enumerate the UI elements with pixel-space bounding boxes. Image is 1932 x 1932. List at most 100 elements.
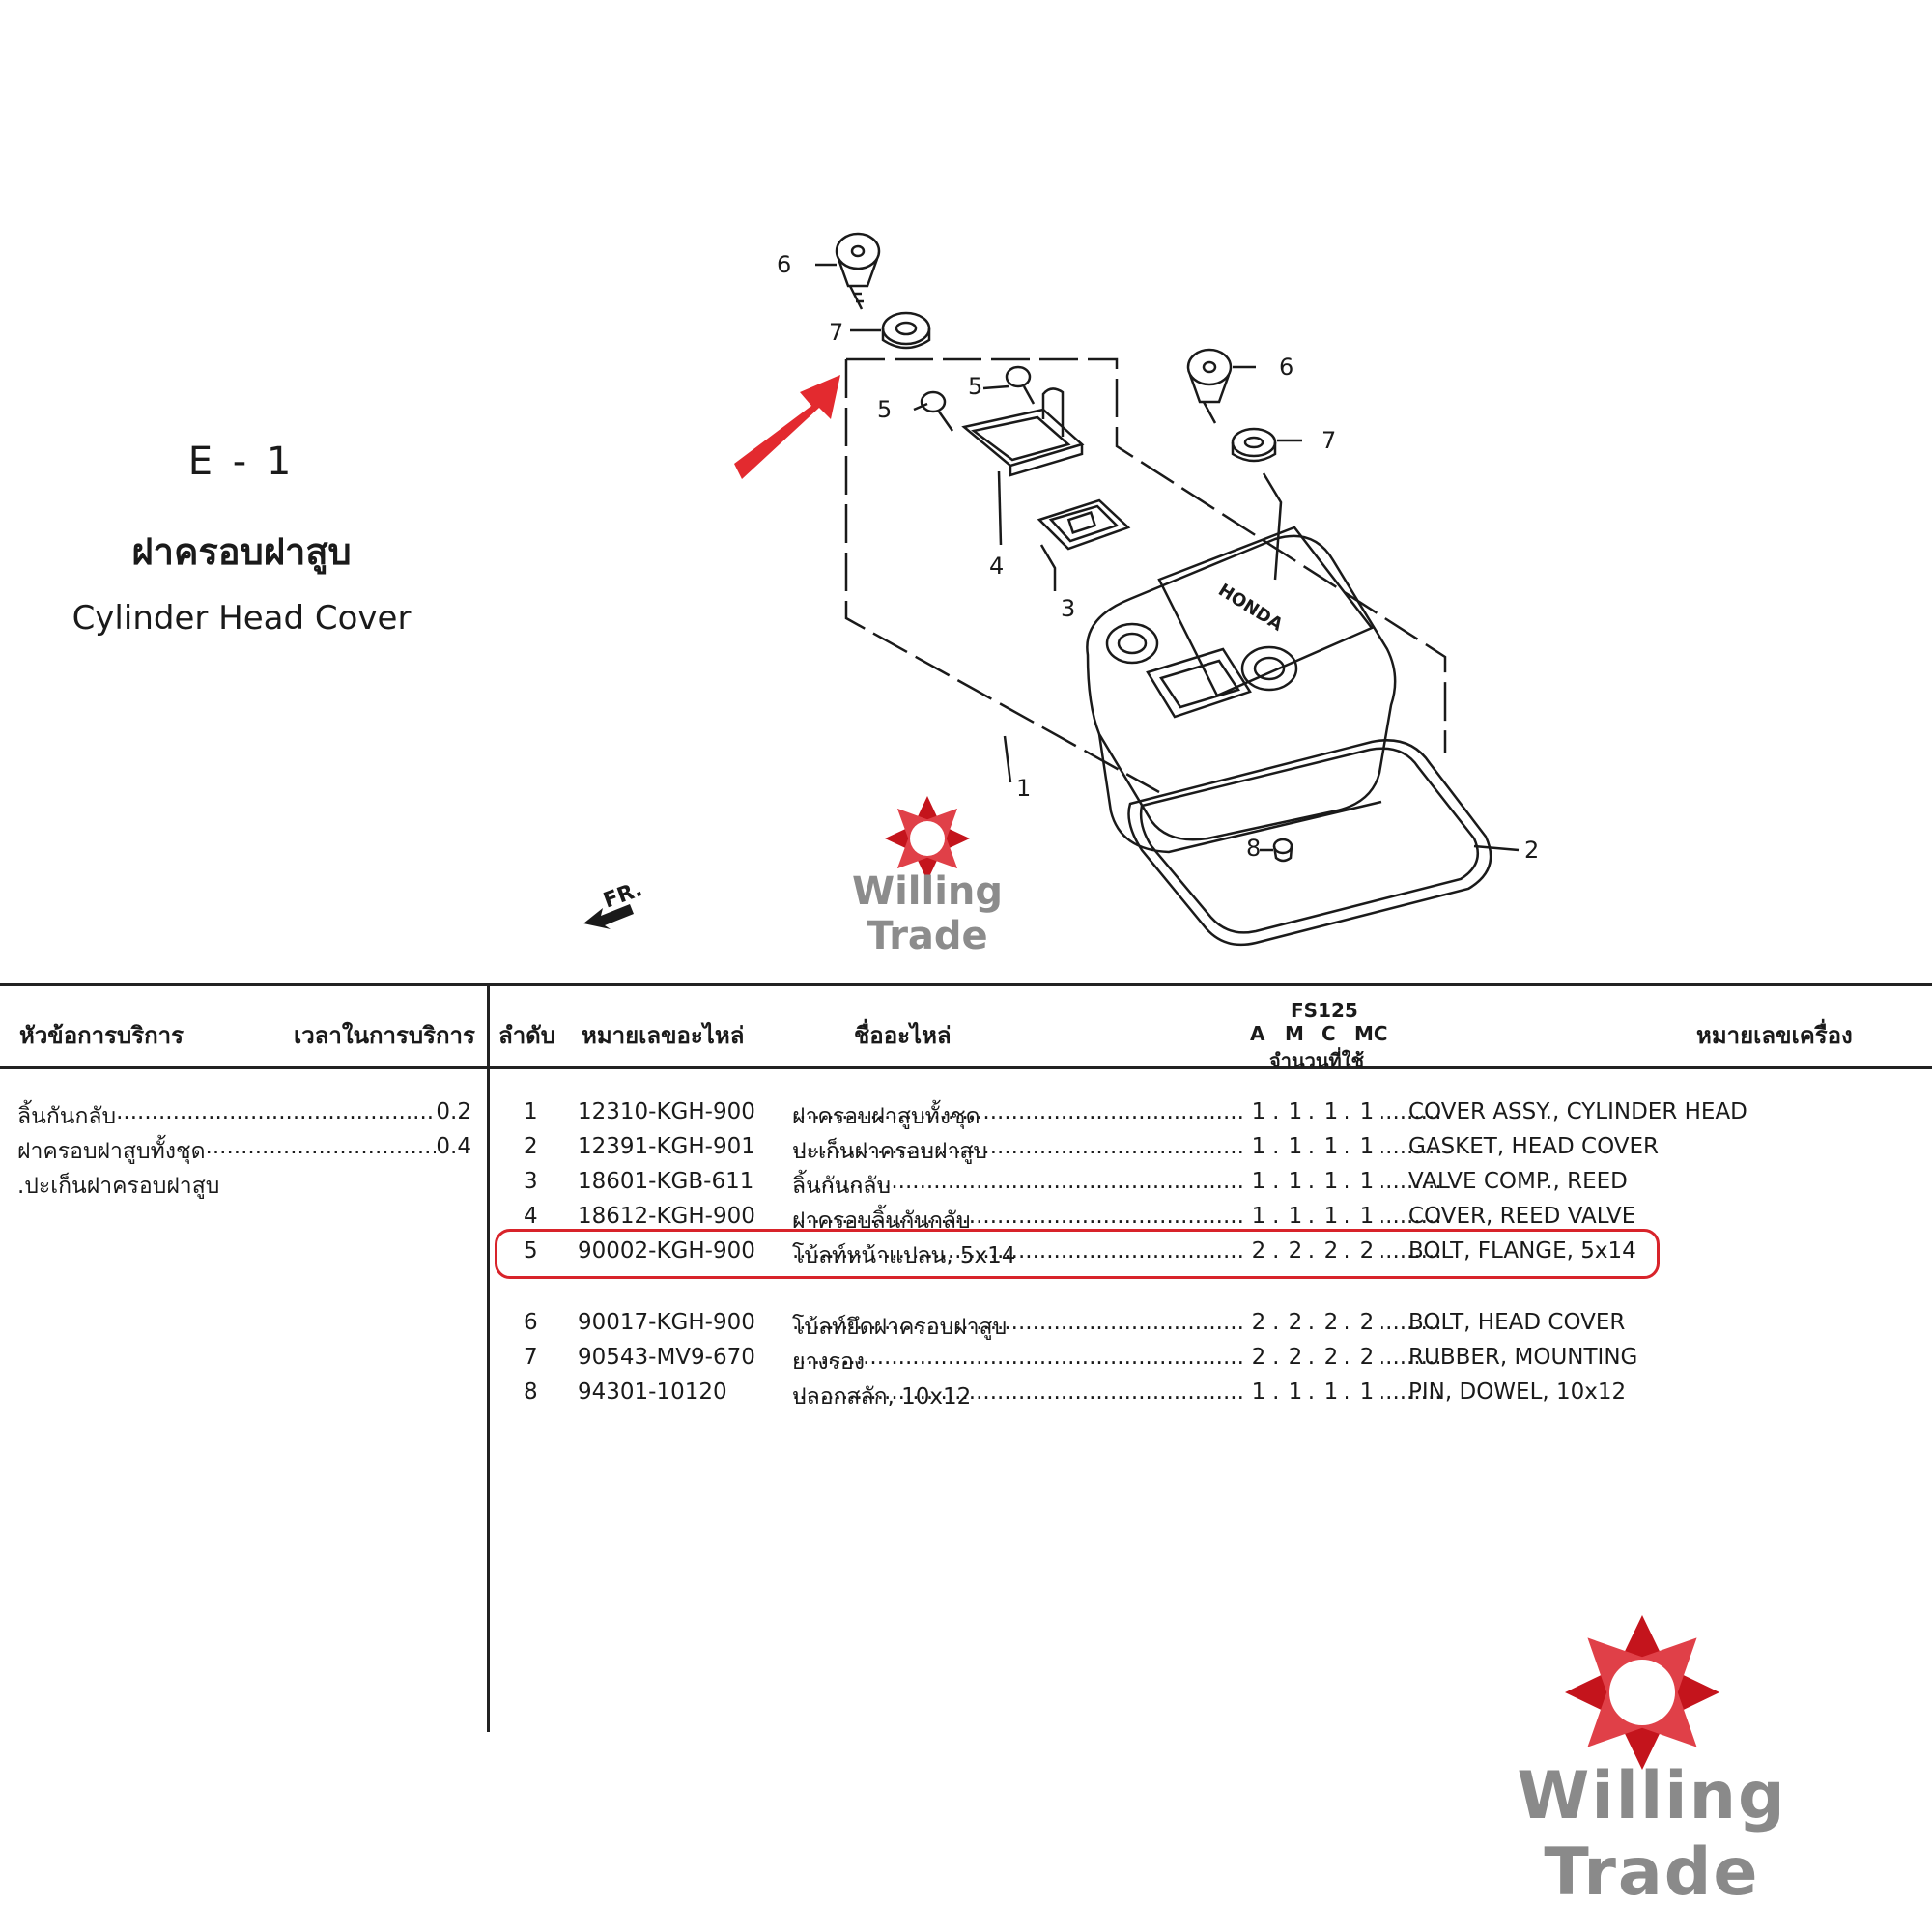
table-top-rule: [0, 983, 1932, 986]
qty-c: 2: [1317, 1310, 1346, 1335]
qty-c: 2: [1317, 1238, 1346, 1264]
part-name-cell: โบ้ลท์หน้าแปลน, 5x14: [792, 1243, 1016, 1268]
part-no-cell: 94301-10120: [578, 1379, 727, 1405]
service-item: ลิ้นกันกลับ0.2: [17, 1099, 471, 1134]
bolt-head-cover-left: [835, 232, 881, 310]
seq-cell: 1: [524, 1099, 538, 1124]
qty-c: 1: [1317, 1204, 1346, 1229]
qty-a: 1: [1244, 1134, 1273, 1159]
seq-cell: 5: [524, 1238, 538, 1264]
english-name-cell: BOLT, HEAD COVER: [1408, 1310, 1626, 1335]
header-qty-used: จำนวนที่ใช้: [1269, 1049, 1365, 1072]
header-engine-no: หมายเลขเครื่อง: [1696, 1022, 1853, 1049]
english-name-cell: GASKET, HEAD COVER: [1408, 1134, 1660, 1159]
part-no-cell: 90017-KGH-900: [578, 1310, 755, 1335]
callout-6-left: 6: [777, 251, 791, 278]
header-part-no: หมายเลขอะไหล่: [582, 1022, 745, 1049]
qty-mc: 2: [1352, 1310, 1381, 1335]
page-title-thai: ฝาครอบฝาสูบ: [131, 530, 352, 573]
header-part-name: ชื่ออะไหล่: [854, 1022, 952, 1049]
english-name-cell: COVER ASSY., CYLINDER HEAD: [1408, 1099, 1747, 1124]
table-row: 6 90017-KGH-900 โบ้ลท์ยึดฝาครอบฝาสูบ....…: [502, 1310, 1913, 1345]
qty-mc: 1: [1352, 1169, 1381, 1194]
reed-valve-cover: [961, 387, 1085, 477]
english-name-cell: BOLT, FLANGE, 5x14: [1408, 1238, 1636, 1264]
cylinder-head-cover: [1086, 526, 1397, 854]
header-seq: ลำดับ: [498, 1022, 556, 1049]
exploded-parts-diagram: HONDA 6 7 6 7 5 5 4 3 1 2 8 FR.: [583, 232, 1539, 947]
watermark-text-small: Willing Trade: [851, 869, 1004, 958]
header-variant-m: M: [1285, 1022, 1304, 1045]
callout-1: 1: [1016, 775, 1031, 802]
bolt-flange-b: [1005, 365, 1036, 405]
part-name-cell: ฝาครอบฝาสูบทั้งชุด: [792, 1104, 980, 1129]
qty-mc: 1: [1352, 1099, 1381, 1124]
reed-valve: [1037, 498, 1131, 551]
seq-cell: 2: [524, 1134, 538, 1159]
bolt-head-cover-right: [1186, 348, 1233, 424]
qty-a: 2: [1244, 1310, 1273, 1335]
part-name-cell: ยางรอง: [792, 1350, 866, 1375]
part-no-cell: 90002-KGH-900: [578, 1238, 755, 1264]
service-item: ฝาครอบฝาสูบทั้งชุด0.4: [17, 1134, 471, 1169]
seq-cell: 7: [524, 1345, 538, 1370]
watermark-logo-large-icon: [1565, 1615, 1719, 1770]
part-name-cell: ลิ้นกันกลับ: [792, 1174, 892, 1199]
header-model: FS125: [1291, 999, 1358, 1022]
seq-cell: 4: [524, 1204, 538, 1229]
table-row: 1 12310-KGH-900 ฝาครอบฝาสูบทั้งชุด......…: [502, 1099, 1913, 1134]
head-cover-gasket: [1127, 739, 1492, 947]
assembly-outline-left: [844, 359, 1160, 794]
qty-m: 1: [1281, 1379, 1310, 1405]
part-no-cell: 18601-KGB-611: [578, 1169, 754, 1194]
front-arrow-icon: [583, 904, 634, 929]
part-name-cell: ปลอกสลัก, 10x12: [792, 1384, 972, 1409]
rubber-mounting-left: [881, 311, 931, 350]
qty-c: 1: [1317, 1169, 1346, 1194]
qty-a: 2: [1244, 1345, 1273, 1370]
seq-cell: 6: [524, 1310, 538, 1335]
callout-5-left: 5: [877, 396, 892, 423]
qty-a: 1: [1244, 1169, 1273, 1194]
header-variant-c: C: [1321, 1022, 1336, 1045]
part-no-cell: 90543-MV9-670: [578, 1345, 755, 1370]
qty-mc: 1: [1352, 1134, 1381, 1159]
callout-6-right: 6: [1279, 354, 1293, 381]
qty-m: 2: [1281, 1310, 1310, 1335]
qty-a: 2: [1244, 1238, 1273, 1264]
qty-mc: 1: [1352, 1379, 1381, 1405]
qty-c: 1: [1317, 1379, 1346, 1405]
front-label: FR.: [601, 877, 646, 913]
qty-c: 2: [1317, 1345, 1346, 1370]
watermark-logo-small-icon: [885, 796, 970, 881]
part-name-cell: ปะเก็นฝาครอบฝาสูบ: [792, 1139, 988, 1164]
part-name-cell: โบ้ลท์ยึดฝาครอบฝาสูบ: [792, 1315, 1008, 1340]
qty-mc: 2: [1352, 1345, 1381, 1370]
callout-2: 2: [1524, 837, 1539, 864]
part-no-cell: 18612-KGH-900: [578, 1204, 755, 1229]
header-variant-mc: MC: [1354, 1022, 1388, 1045]
part-no-cell: 12391-KGH-901: [578, 1134, 755, 1159]
part-no-cell: 12310-KGH-900: [578, 1099, 755, 1124]
qty-a: 1: [1244, 1379, 1273, 1405]
bolt-flange-a: [920, 390, 954, 432]
qty-m: 1: [1281, 1169, 1310, 1194]
qty-c: 1: [1317, 1099, 1346, 1124]
english-name-cell: COVER, REED VALVE: [1408, 1204, 1636, 1229]
brand-text: HONDA: [1214, 580, 1286, 635]
english-name-cell: VALVE COMP., REED: [1408, 1169, 1628, 1194]
callout-7-right: 7: [1321, 427, 1336, 454]
watermark-text-large: Willing Trade: [1517, 1758, 1787, 1911]
english-name-cell: RUBBER, MOUNTING: [1408, 1345, 1638, 1370]
section-code: E - 1: [187, 440, 296, 484]
callout-3: 3: [1061, 595, 1075, 622]
qty-a: 1: [1244, 1204, 1273, 1229]
red-arrow-icon: [734, 375, 840, 479]
seq-cell: 8: [524, 1379, 538, 1405]
callout-5-upper: 5: [968, 373, 982, 400]
qty-a: 1: [1244, 1099, 1273, 1124]
qty-m: 2: [1281, 1345, 1310, 1370]
table-row: 7 90543-MV9-670 ยางรอง..................…: [502, 1345, 1913, 1379]
callout-8: 8: [1246, 835, 1261, 862]
rubber-mounting-right: [1231, 427, 1277, 463]
